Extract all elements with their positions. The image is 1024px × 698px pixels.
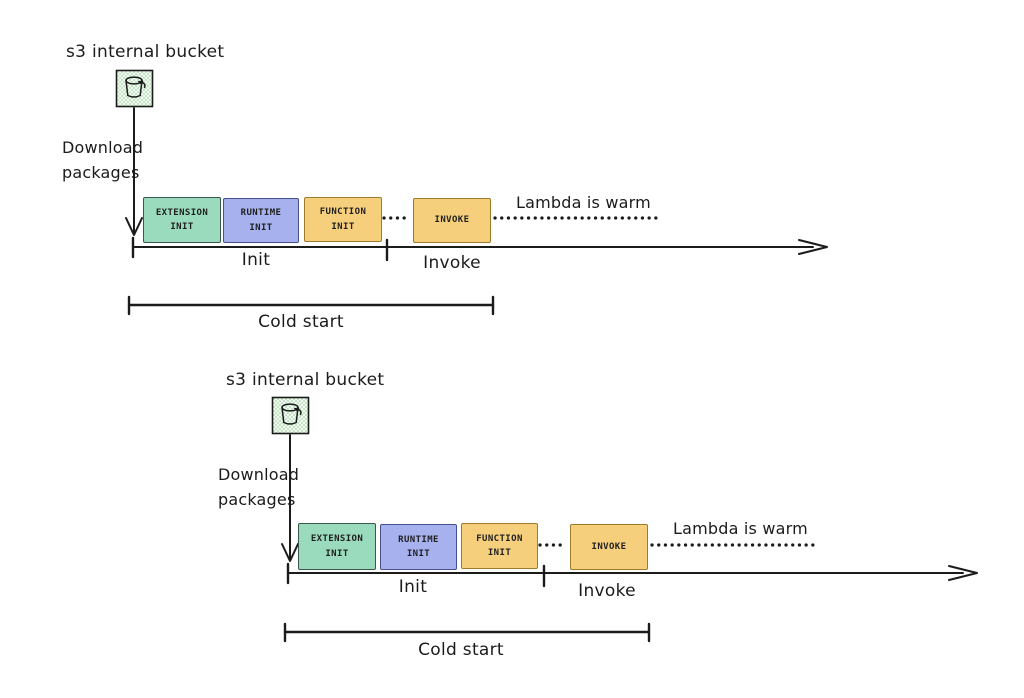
s3-bucket-label: s3 internal bucket [66,42,225,62]
top-download-arrow [125,107,143,236]
phase-box-runtime-init: RUNTIME INIT [380,524,457,570]
phase-box-runtime-init: RUNTIME INIT [223,198,299,243]
axis-segment-invoke-label: Invoke [578,581,636,601]
axis-segment-init-label: Init [398,577,428,597]
bottom-download-arrow [281,434,299,562]
lambda-warm-label: Lambda is warm [516,193,651,212]
cold-start-label: Cold start [418,640,504,660]
phase-box-extension-init: EXTENSION INIT [143,197,221,243]
phase-box-invoke: INVOKE [570,524,648,570]
axis-segment-init-label: Init [241,250,271,270]
top-timeline-arrow [132,239,828,255]
phase-box-function-init: FUNCTION INIT [304,197,382,242]
s3-bucket-label: s3 internal bucket [226,370,385,390]
top-cold-start-bracket [127,295,495,316]
download-packages-label: Download packages [62,138,144,182]
bottom-timeline-arrow [287,565,978,581]
axis-segment-invoke-label: Invoke [423,253,481,273]
phase-box-extension-init: EXTENSION INIT [298,523,376,570]
lambda-warm-label: Lambda is warm [673,519,808,538]
cold-start-label: Cold start [258,312,344,332]
phase-box-invoke: INVOKE [413,198,491,243]
bottom-cold-start-bracket [283,622,651,643]
s3-bucket-icon [271,396,310,435]
download-packages-label: Download packages [218,465,300,509]
s3-bucket-icon [115,69,154,108]
phase-box-function-init: FUNCTION INIT [461,523,538,569]
